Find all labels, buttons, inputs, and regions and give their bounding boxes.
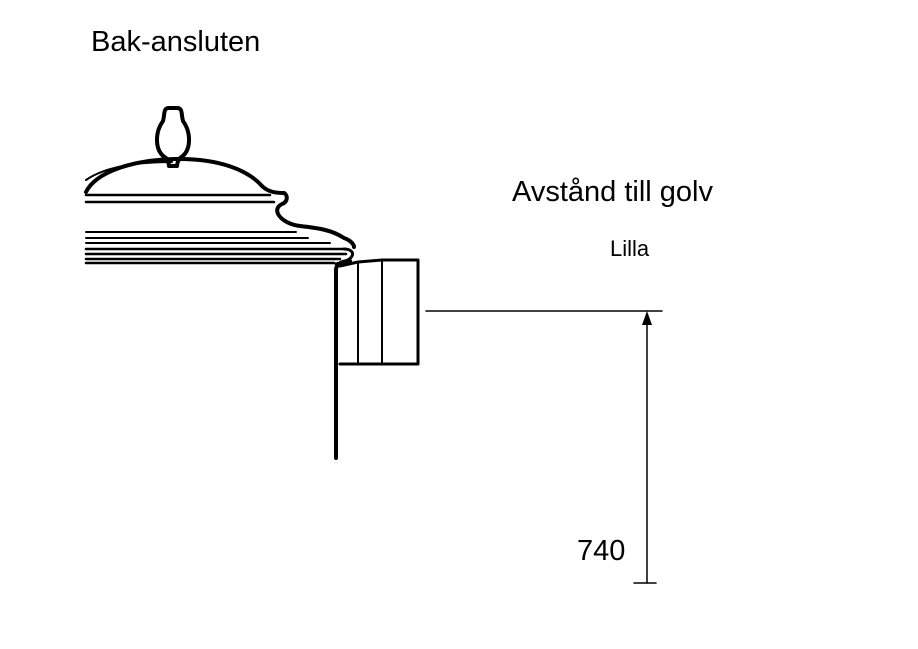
distance-heading: Avstånd till golv	[512, 176, 713, 208]
top-rim	[85, 231, 331, 244]
lid-edge	[275, 191, 356, 249]
diagram-title: Bak-ansluten	[91, 26, 261, 58]
dimension-value: 740	[577, 535, 626, 567]
top-plate	[84, 247, 348, 265]
dimension-arrow-icon	[642, 311, 652, 325]
lid-dome	[84, 156, 286, 195]
lid-rim	[84, 193, 276, 204]
model-subheading: Lilla	[610, 236, 650, 261]
stove-body-wall	[334, 259, 352, 460]
flue-connector	[338, 258, 420, 366]
lid-knob	[155, 106, 191, 168]
lid-dome-inner	[85, 161, 173, 181]
